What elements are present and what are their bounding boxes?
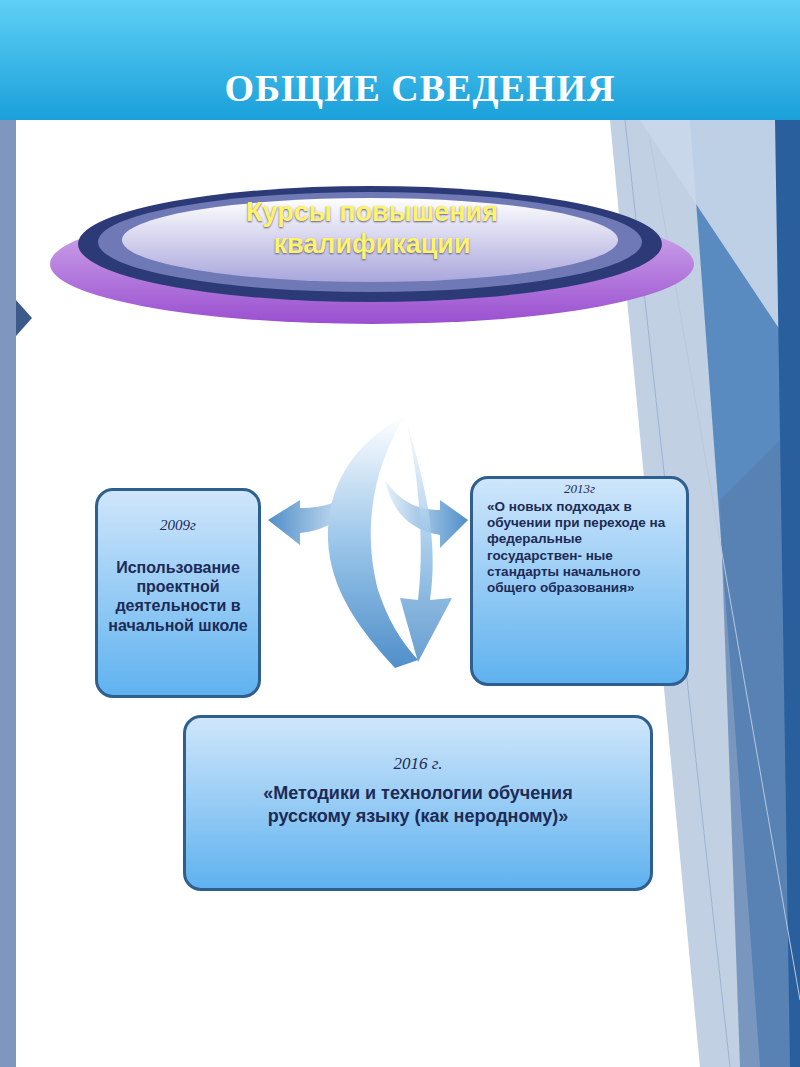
slide-title: ОБЩИЕ СВЕДЕНИЯ — [0, 66, 800, 110]
deco-panel — [775, 120, 800, 1067]
left-marker — [16, 300, 32, 336]
course-year: 2013г — [473, 479, 686, 497]
left-bar — [0, 120, 16, 1067]
course-year: 2016 г. — [186, 718, 650, 774]
course-box: 2009гИспользование проектной деятельност… — [95, 488, 261, 698]
course-year: 2009г — [98, 491, 258, 534]
course-box: 2016 г.«Методики и технологии обучения р… — [183, 715, 653, 891]
course-box: 2013г«О новых подходах в обучении при пе… — [470, 476, 689, 686]
arrow-illustration — [268, 415, 468, 668]
node-text: Курсы повышения квалификации — [48, 178, 696, 261]
node-text: Использование проектной деятельности в н… — [98, 534, 258, 635]
heading-oval: Курсы повышения квалификации — [48, 178, 696, 326]
node-text: «Методики и технологии обучения русскому… — [186, 774, 650, 827]
node-text: «О новых подходах в обучении при переход… — [473, 497, 686, 596]
